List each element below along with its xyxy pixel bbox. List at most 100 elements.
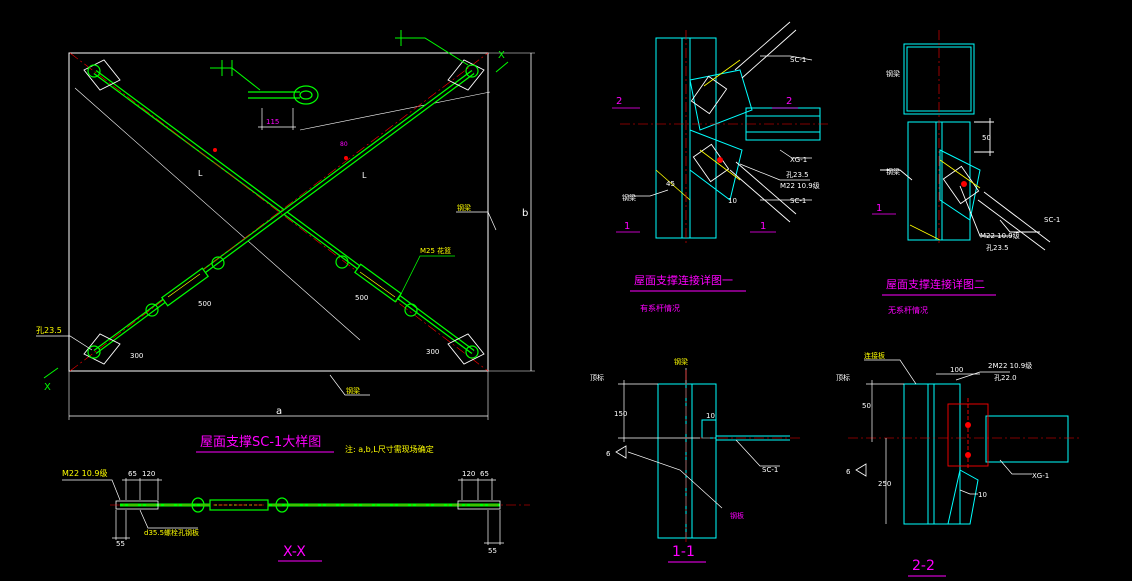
eye-left-2 [211, 256, 225, 270]
turnbuckle-left-thread [167, 273, 201, 298]
xx-dim-55-right: 55 [488, 547, 497, 555]
s11-column [657, 383, 717, 539]
d1-rod-bottom-b [735, 161, 797, 215]
d1-sc1-top-leader [760, 55, 813, 61]
d2-rod-a [977, 199, 1046, 251]
d1-bolt-label: M22 10.9级 [780, 181, 820, 190]
d1-plate-label: 钢梁 [622, 193, 636, 202]
s22-weld-symbol [855, 463, 867, 477]
section-11-group: 钢梁 顶标 150 SC-1 10 6 钢板 1-1 [590, 357, 800, 563]
section-mark-left [43, 367, 59, 379]
center-label: 80 [340, 141, 348, 148]
d1-bolt-mark [717, 157, 723, 163]
d1-xg1-label: XG-1 [790, 156, 807, 164]
s22-xg-leader [999, 459, 1032, 475]
dim-500-right: 500 [355, 294, 368, 302]
s22-hole-label: 孔22.0 [994, 374, 1017, 382]
weld-mark-1 [213, 148, 217, 152]
d1-rod-top-b [741, 29, 797, 79]
s22-10-label: 10 [978, 491, 987, 499]
end-plate-top-left [83, 59, 121, 91]
height-dim-label: b [522, 208, 528, 219]
d1-plate-leader [628, 189, 669, 197]
d2-sc1-label: SC-1 [1044, 216, 1060, 224]
d1-rod-bottom-a [729, 169, 791, 223]
d2-rod-b [983, 191, 1051, 243]
s22-bracket [947, 469, 979, 525]
main-detail-title: 屋面支撑SC-1大样图 [200, 435, 321, 450]
d2-bolt-label: M22 10.9级 [980, 231, 1020, 240]
hole-label: 孔23.5 [36, 326, 62, 335]
section-xx-group: M22 10.9级 d35.5螺栓孔钢板 65 120 120 65 55 55… [62, 468, 530, 562]
centerline-2 [69, 52, 489, 372]
main-detail-group: 115 X X 孔23.5 M25 花篮 钢梁 钢梁 a b [36, 30, 535, 454]
beam-label-leader-top [456, 211, 497, 231]
section-22-title: 2-2 [912, 558, 935, 574]
xx-dim-55-left: 55 [116, 540, 125, 548]
d1-gusset-bottom [689, 129, 743, 201]
d1-plate-top [690, 75, 728, 115]
d1-plate-bottom [692, 143, 730, 183]
section-label-right: X [498, 50, 505, 61]
d2-weld-2 [909, 224, 941, 241]
s11-plate-label: 钢板 [730, 511, 744, 520]
weld-mark-2 [344, 156, 348, 160]
s22-connector-leader [864, 359, 917, 385]
section-11-title: 1-1 [672, 544, 695, 560]
s11-beam-label: 钢梁 [674, 357, 688, 366]
xx-bolt-label: M22 10.9级 [62, 468, 107, 478]
diag-dim-upper-left [74, 87, 361, 341]
d2-bolt-mark [961, 181, 967, 187]
d2-hole-label: 孔23.5 [986, 244, 1009, 252]
beam-label-leader-bottom [329, 374, 370, 396]
s11-top-label: 顶标 [590, 373, 604, 382]
d1-sc1-bottom-label: SC-1 [790, 197, 806, 205]
d2-plate [942, 165, 980, 205]
s22-column [903, 383, 961, 525]
xx-plate-leader [139, 509, 198, 529]
s22-xg-label: XG-1 [1032, 472, 1049, 480]
xx-dim-65-left: 65 [128, 470, 137, 478]
xx-dim-120-left: 120 [142, 470, 155, 478]
end-plate-bottom-right [447, 333, 485, 365]
xx-title: X-X [283, 544, 306, 560]
d2-dim-50: 50 [982, 134, 991, 142]
s22-tie-bar [985, 415, 1069, 463]
s11-sc1-label: SC-1 [762, 466, 778, 474]
d2-weld-1 [939, 159, 981, 189]
s22-connector-label: 连接板 [864, 351, 885, 360]
pin-bottom-left [87, 345, 101, 359]
pin-bottom-right [465, 345, 479, 359]
pin-top-right [465, 64, 479, 78]
eye-right-1 [335, 255, 349, 269]
d2-sc1-leader [999, 219, 1040, 233]
d1-weld-top [703, 59, 741, 87]
hook-detail [248, 85, 319, 105]
brace-rod-2-inner [94, 70, 474, 354]
width-dim-label: a [276, 406, 282, 417]
d2-section-1: 1 [876, 203, 882, 214]
d1-section-2-left: 2 [616, 96, 622, 107]
section-mark-right [495, 61, 509, 73]
detail-two-title: 屋面支撑连接详图二 [886, 277, 985, 291]
d1-hole-leader [739, 163, 810, 181]
end-plate-bottom-left [83, 333, 121, 365]
d1-weld-bottom [699, 149, 741, 181]
s22-50-label: 50 [862, 402, 871, 410]
xx-bolt-leader [62, 479, 121, 501]
d2-gusset [939, 149, 981, 221]
d1-section-1-right: 1 [760, 221, 766, 232]
turnbuckle-right-thread [359, 271, 396, 298]
s11-weld-leader [627, 451, 723, 509]
d1-section-2-right: 2 [786, 96, 792, 107]
d1-label-10: 10 [728, 197, 737, 205]
turnbuckle-left [160, 267, 210, 307]
diag-upper-label: L [198, 169, 203, 178]
end-plate-top-right [447, 59, 485, 91]
beam-label-bottom: 钢梁 [346, 386, 360, 395]
section-label-left: X [44, 382, 51, 393]
xx-dim-65-right: 65 [480, 470, 489, 478]
hook-dim-label: 115 [266, 118, 279, 126]
s11-150-label: 150 [614, 410, 627, 418]
